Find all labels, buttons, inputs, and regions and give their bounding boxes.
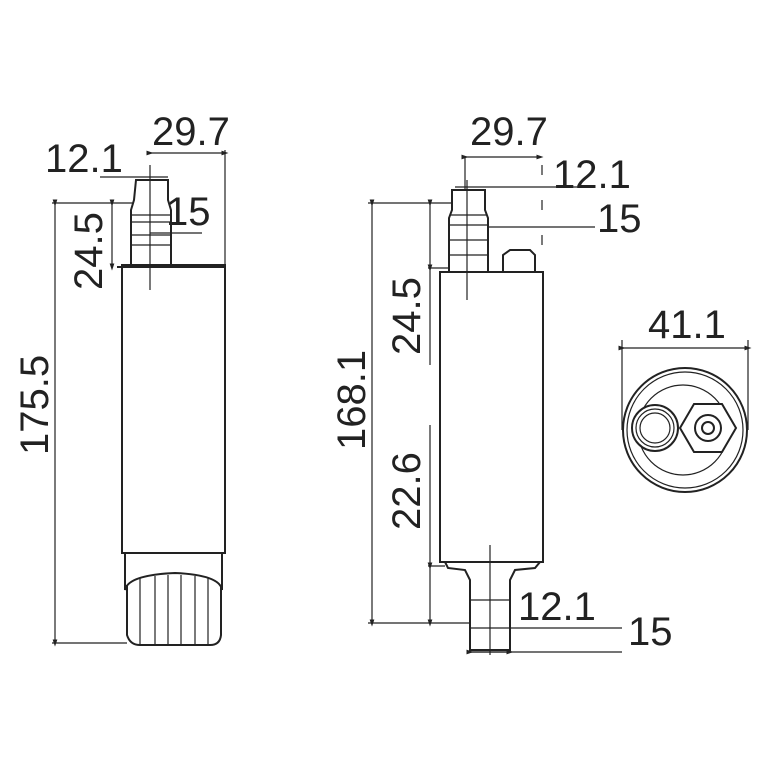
inline-width-label: 29.7: [470, 110, 548, 154]
side-inlet-inner-label: 12.1: [45, 137, 123, 181]
side-view: 29.7 12.1 15 175.5 24.5: [13, 110, 230, 647]
inlet-nozzle: [448, 189, 489, 273]
terminal: [502, 249, 536, 272]
side-nozzle-height-label: 24.5: [67, 212, 111, 290]
inline-bottom-nozzle-label: 22.6: [385, 452, 429, 530]
inline-outlet-inner-label: 12.1: [518, 585, 596, 629]
base-collar: [124, 553, 223, 591]
inline-inlet-outer-label: 15: [597, 197, 642, 241]
end-diameter-label: 41.1: [648, 303, 726, 347]
inline-outlet-outer-label: 15: [628, 610, 673, 654]
inline-inlet-inner-label: 12.1: [553, 153, 631, 197]
inline-top-nozzle-label: 24.5: [385, 277, 429, 355]
inline-view: 29.7 12.1 15 168.1 24.5 22.6 12.1 15: [330, 110, 673, 655]
side-width-label: 29.7: [152, 110, 230, 154]
pump-body: [121, 264, 226, 554]
end-view: 41.1: [618, 303, 752, 493]
intake-cage: [126, 585, 222, 646]
side-total-height-label: 175.5: [13, 355, 57, 455]
pump-body: [439, 271, 544, 563]
inline-total-height-label: 168.1: [330, 350, 374, 450]
side-inlet-outer-label: 15: [166, 190, 211, 234]
